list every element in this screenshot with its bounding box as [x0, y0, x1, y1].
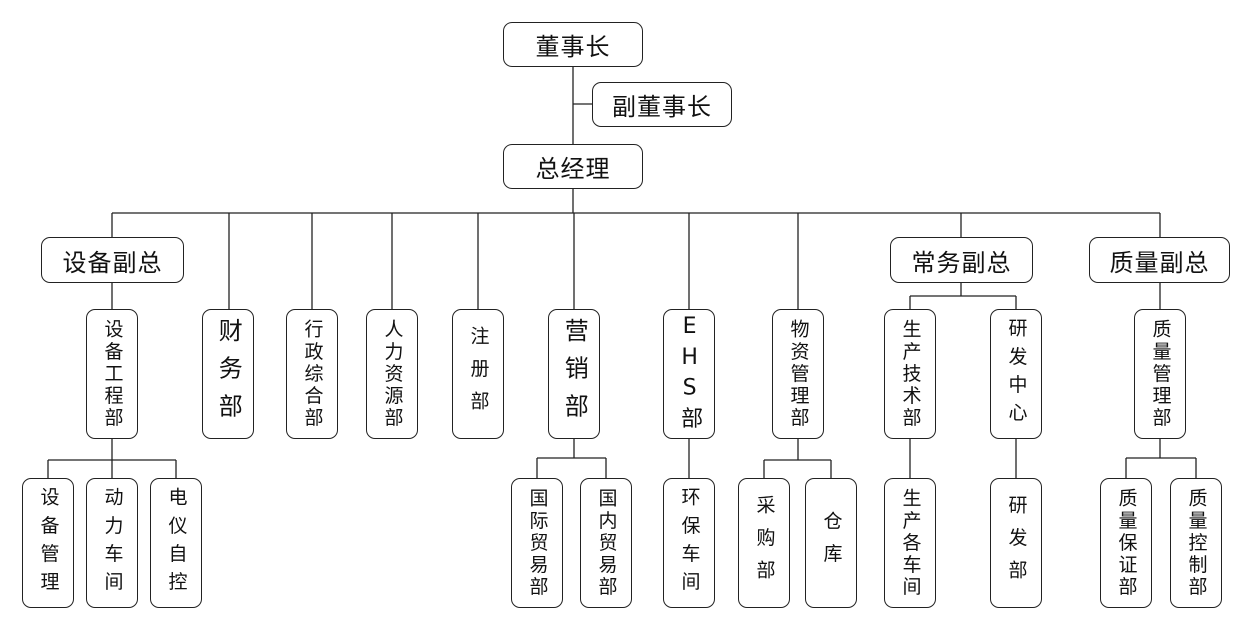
node-human-resources: 人力资源部: [366, 309, 418, 439]
node-registration: 注册部: [452, 309, 504, 439]
node-electrical-instrument-control-label: 电仪自控: [165, 486, 188, 600]
node-marketing: 营销部: [548, 309, 600, 439]
node-admin-general: 行政综合部: [286, 309, 338, 439]
node-ehs: EHS部: [663, 309, 715, 439]
node-warehouse-label: 仓库: [820, 510, 843, 576]
node-power-workshop: 动力车间: [86, 478, 138, 608]
node-chairman: 董事长: [503, 22, 643, 67]
node-vp-quality: 质量副总: [1089, 237, 1230, 283]
node-vp-quality-label: 质量副总: [1109, 248, 1210, 277]
node-vp-operations: 常务副总: [890, 237, 1033, 283]
node-power-workshop-label: 动力车间: [101, 486, 124, 600]
node-chairman-label: 董事长: [535, 33, 611, 61]
node-equipment-management-label: 设备管理: [37, 486, 60, 600]
node-warehouse: 仓库: [805, 478, 857, 608]
node-domestic-trade-label: 国内贸易部: [595, 487, 618, 599]
node-quality-management-label: 质量管理部: [1149, 318, 1172, 430]
node-production-technology-label: 生产技术部: [899, 318, 922, 430]
node-purchasing: 采购部: [738, 478, 790, 608]
node-equipment-engineering-label: 设备工程部: [101, 318, 124, 430]
node-international-trade-label: 国际贸易部: [526, 487, 549, 599]
node-ehs-label: EHS部: [677, 313, 703, 435]
node-quality-management: 质量管理部: [1134, 309, 1186, 439]
node-domestic-trade: 国内贸易部: [580, 478, 632, 608]
node-admin-general-label: 行政综合部: [301, 318, 324, 430]
node-marketing-label: 营销部: [560, 317, 589, 431]
node-equipment-engineering: 设备工程部: [86, 309, 138, 439]
node-environmental-workshop: 环保车间: [663, 478, 715, 608]
node-rd-department: 研发部: [990, 478, 1042, 608]
node-registration-label: 注册部: [467, 325, 490, 423]
node-general-manager: 总经理: [503, 144, 643, 189]
node-rd-department-label: 研发部: [1005, 494, 1028, 592]
node-equipment-management: 设备管理: [22, 478, 74, 608]
node-quality-assurance: 质量保证部: [1100, 478, 1152, 608]
node-finance-label: 财务部: [214, 317, 243, 431]
node-rd-center: 研发中心: [990, 309, 1042, 439]
node-finance: 财务部: [202, 309, 254, 439]
node-materials-management: 物资管理部: [772, 309, 824, 439]
node-human-resources-label: 人力资源部: [381, 318, 404, 430]
node-production-technology: 生产技术部: [884, 309, 936, 439]
node-purchasing-label: 采购部: [753, 494, 776, 592]
node-production-workshops: 生产各车间: [884, 478, 936, 608]
node-rd-center-label: 研发中心: [1005, 317, 1028, 431]
node-general-manager-label: 总经理: [535, 155, 611, 183]
node-vp-equipment-label: 设备副总: [62, 248, 163, 277]
node-quality-control-label: 质量控制部: [1185, 487, 1208, 599]
node-materials-management-label: 物资管理部: [787, 318, 810, 430]
node-vice-chairman-label: 副董事长: [612, 93, 712, 121]
node-vice-chairman: 副董事长: [592, 82, 732, 127]
node-production-workshops-label: 生产各车间: [899, 487, 922, 599]
node-quality-assurance-label: 质量保证部: [1115, 487, 1138, 599]
node-environmental-workshop-label: 环保车间: [678, 486, 701, 600]
node-electrical-instrument-control: 电仪自控: [150, 478, 202, 608]
node-vp-operations-label: 常务副总: [911, 248, 1012, 277]
node-quality-control: 质量控制部: [1170, 478, 1222, 608]
node-international-trade: 国际贸易部: [511, 478, 563, 608]
node-vp-equipment: 设备副总: [41, 237, 184, 283]
